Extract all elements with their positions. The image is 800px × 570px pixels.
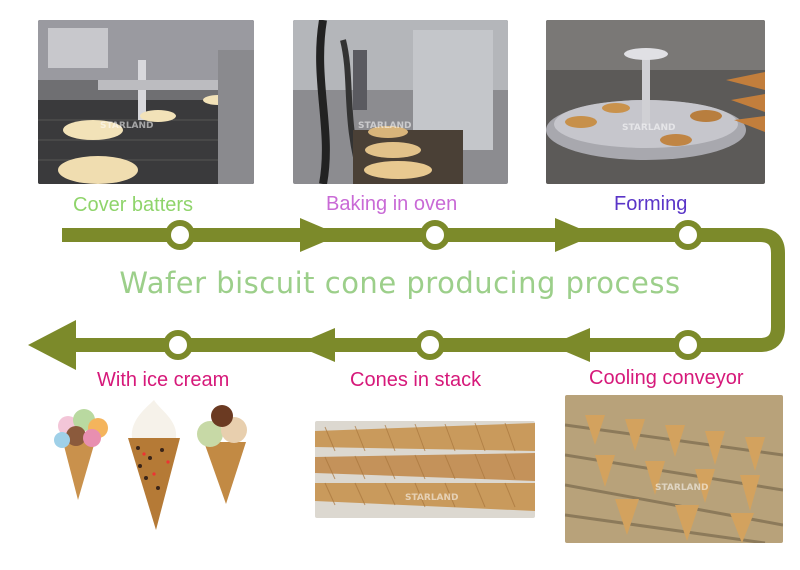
arrowhead-start [28, 320, 76, 370]
process-title: Wafer biscuit cone producing process [119, 266, 681, 300]
wafer-oven-photo [38, 20, 254, 184]
ice-cream-cones-photo [50, 398, 262, 536]
step-label-cones-in-stack: Cones in stack [350, 369, 482, 391]
step-label-cooling-conveyor: Cooling conveyor [589, 367, 744, 389]
baking-plates-photo [293, 20, 508, 184]
arrowhead-4 [295, 328, 335, 362]
step-label-with-ice-cream: With ice cream [97, 369, 230, 391]
node-baking-in-oven [420, 220, 450, 250]
node-cooling-conveyor [673, 330, 703, 360]
node-forming [673, 220, 703, 250]
arrowhead-2 [555, 218, 595, 252]
node-with-ice-cream [163, 330, 193, 360]
stacked-cones-photo [315, 421, 535, 518]
arrowhead-3 [550, 328, 590, 362]
cone-forming-machine-photo [546, 20, 765, 184]
cooling-conveyor-photo [565, 395, 783, 543]
node-cones-in-stack [415, 330, 445, 360]
step-label-cover-batters: Cover batters [73, 194, 194, 216]
flow-top-line [60, 228, 785, 352]
node-cover-batters [165, 220, 195, 250]
step-label-forming: Forming [614, 193, 688, 215]
arrowhead-1 [300, 218, 340, 252]
step-label-baking-in-oven: Baking in oven [326, 193, 458, 215]
